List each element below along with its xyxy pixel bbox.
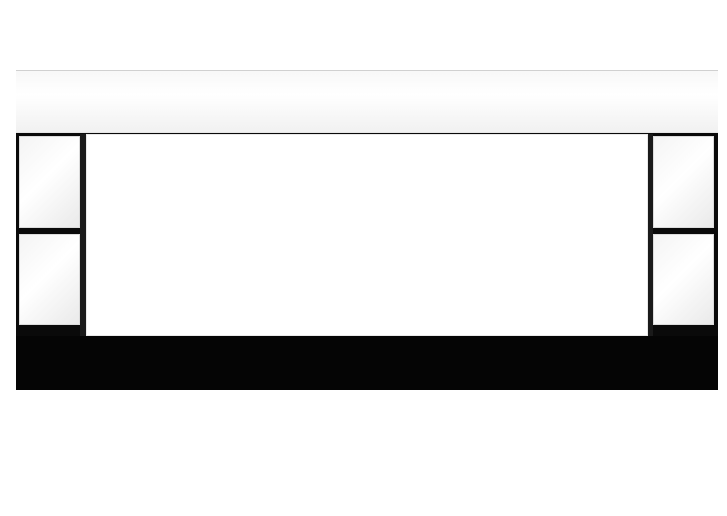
left-upper-block	[19, 136, 80, 228]
left-inner-edge	[80, 134, 86, 336]
left-lower-block	[19, 234, 80, 325]
mantel-shelf	[16, 70, 718, 132]
firebox-opening	[86, 134, 648, 336]
right-upper-block	[653, 136, 714, 228]
right-lower-block	[653, 234, 714, 325]
right-inner-edge	[648, 134, 653, 336]
base-plinth	[16, 336, 718, 390]
